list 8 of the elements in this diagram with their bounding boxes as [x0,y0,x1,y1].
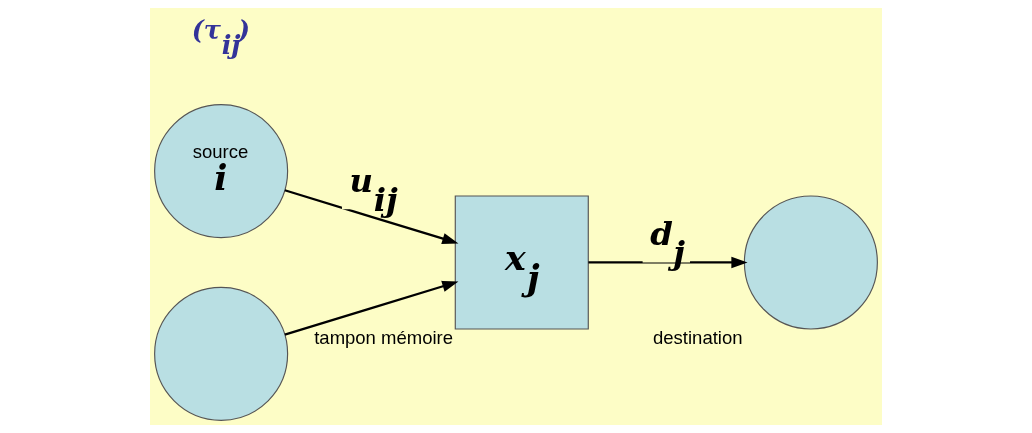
node-label: tampon mémoire [314,326,454,348]
node-circle [743,195,878,330]
node-label: destination [653,326,743,348]
node-circle [154,286,289,421]
arrow [588,256,748,269]
arrow [284,189,459,245]
arrow [284,280,459,336]
node-circle: source i [154,104,289,239]
